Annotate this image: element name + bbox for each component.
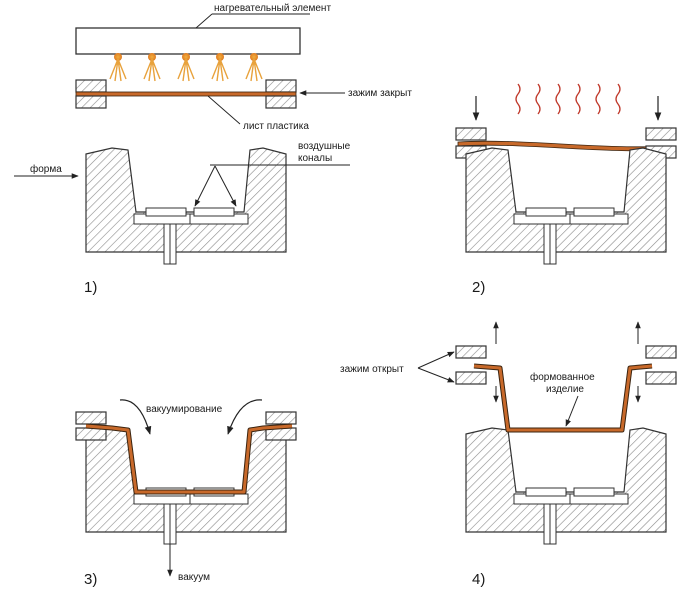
panel-step-4: зажим открыт формованное изделие 4) xyxy=(340,321,677,588)
label-vacuum: вакуум xyxy=(178,572,210,583)
clamp-left-top xyxy=(75,79,107,93)
clamp-left-top-2 xyxy=(455,127,487,141)
label-formed-product-2: изделие xyxy=(546,384,584,395)
step-label-1: 1) xyxy=(84,279,97,296)
mold-block-3 xyxy=(85,427,287,545)
mold-block-4 xyxy=(465,427,667,545)
clamp-right-4-bottom xyxy=(645,371,677,385)
clamp-left-3 xyxy=(75,411,107,425)
label-mold: форма xyxy=(30,163,62,175)
clamp-right-4-top xyxy=(645,345,677,359)
clamp-left-4-bottom xyxy=(455,371,487,385)
panel-step-3: вакуумирование вакуум 3) xyxy=(75,399,297,588)
label-clamp-open: зажим открыт xyxy=(340,364,404,375)
plastic-sheet xyxy=(75,91,297,97)
panel-step-1: нагревательный элемент зажим закрыт лист… xyxy=(14,3,412,296)
clamp-left-bottom xyxy=(75,95,107,109)
label-plastic-sheet: лист пластика xyxy=(243,121,309,132)
heat-waves xyxy=(515,83,621,115)
clamp-left-4-top xyxy=(455,345,487,359)
clamp-right-3 xyxy=(265,411,297,425)
label-clamp-closed: зажим закрыт xyxy=(348,88,412,99)
clamp-right-top-2 xyxy=(645,127,677,141)
label-formed-product-1: формованное xyxy=(530,371,595,383)
heat-rays xyxy=(109,53,263,82)
label-heating-element: нагревательный элемент xyxy=(214,3,331,14)
label-air-channels-2: коналы xyxy=(298,153,332,164)
step-label-4: 4) xyxy=(472,571,485,588)
clamp-left-3b xyxy=(75,427,107,441)
step-label-3: 3) xyxy=(84,571,97,588)
mold-block-2 xyxy=(465,147,667,265)
step-label-2: 2) xyxy=(472,279,485,296)
panel-step-2: 2) xyxy=(455,83,677,296)
label-evacuation: вакуумирование xyxy=(146,404,223,415)
heater-plate xyxy=(75,27,301,55)
clamp-right-bottom xyxy=(265,95,297,109)
label-air-channels-1: воздушные xyxy=(298,141,351,152)
clamp-right-top xyxy=(265,79,297,93)
